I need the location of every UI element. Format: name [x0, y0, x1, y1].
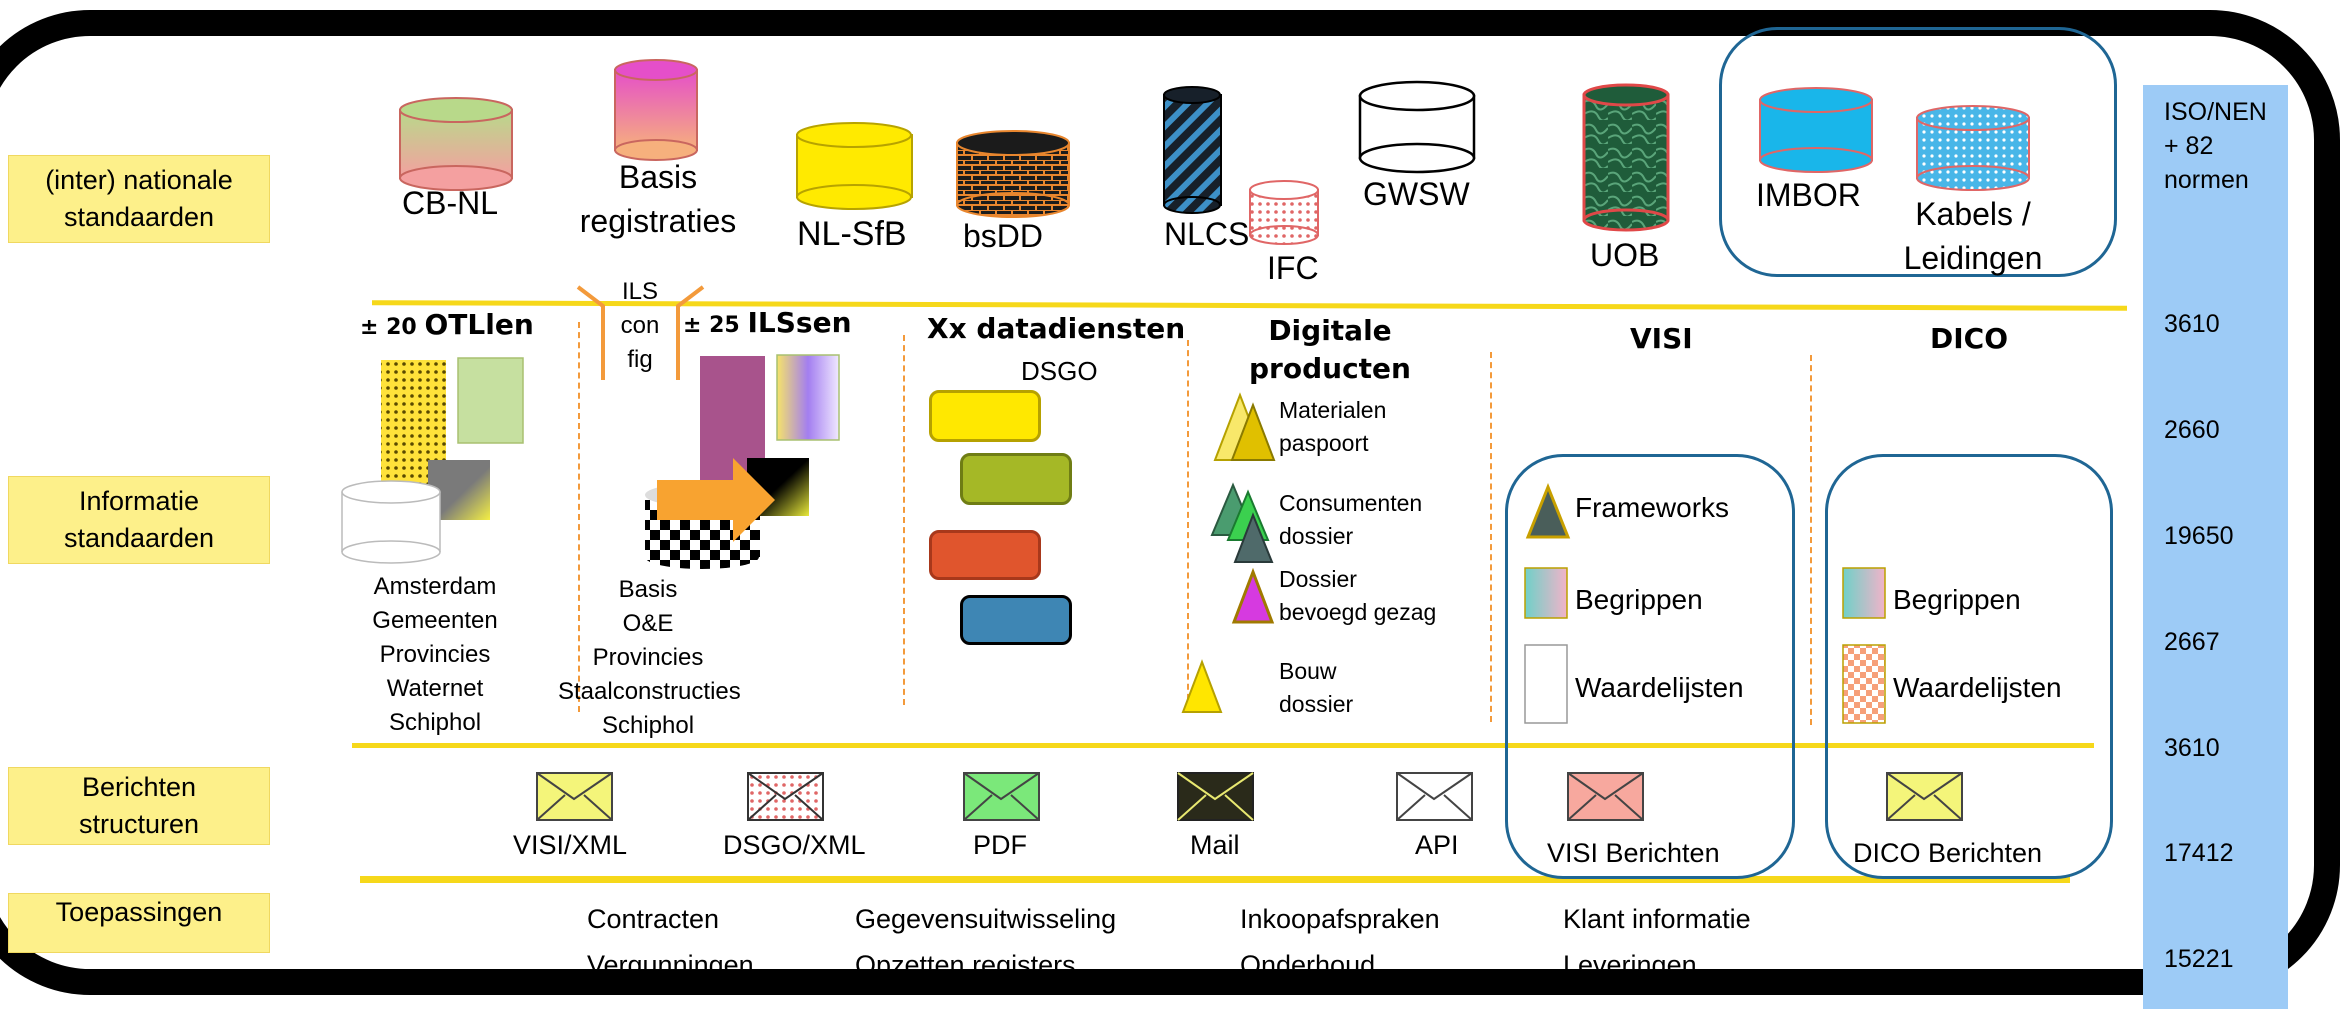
rounded-frame [0, 10, 2340, 995]
column-divider [1810, 355, 1812, 725]
ils-item: O&E [622, 610, 674, 637]
data-service-block [929, 390, 1041, 442]
separator-line [360, 876, 2070, 883]
otl-item: Gemeenten [372, 607, 498, 634]
nlcs-label: NLCS [1164, 216, 1250, 252]
separator-line [352, 743, 2094, 748]
otl-item: Amsterdam [373, 573, 497, 600]
visi-item-frameworks: Frameworks [1575, 492, 1730, 523]
row-label-apps: Toepassingen [8, 893, 270, 953]
data-service-block [960, 453, 1072, 505]
ifc-label: IFC [1267, 250, 1319, 286]
imbor-group-box [1719, 27, 2117, 277]
message-label: VISI Berichten [1547, 838, 1720, 868]
data-service-block [929, 530, 1041, 580]
iso-number: 15221 [2164, 945, 2234, 973]
message-label: Mail [1190, 830, 1240, 860]
message-label: DICO Berichten [1853, 838, 2043, 868]
iso-strip [2143, 85, 2288, 1009]
data-service-block [960, 595, 1072, 645]
iso-number: 2667 [2164, 628, 2220, 656]
uob-label: UOB [1590, 237, 1660, 273]
message-label: DSGO/XML [723, 830, 866, 860]
row-label-info: Informatie standaarden [8, 476, 270, 564]
iso-number: 3610 [2164, 310, 2220, 338]
datadiensten-heading: Xx datadiensten [927, 312, 1186, 345]
visi-group-box [1505, 454, 1795, 879]
otl-heading: ± 20 OTLlen [360, 308, 534, 341]
ils-config-label: ILS con fig [620, 278, 660, 373]
row-label-national: (inter) nationale standaarden [8, 155, 270, 243]
ils-item: Basis [618, 576, 678, 603]
cbnl-label: CB-NL [402, 185, 499, 221]
message-label: PDF [973, 830, 1027, 860]
nlsfb-label: NL-SfB [797, 215, 907, 253]
imbor-label: IMBOR [1756, 177, 1861, 213]
iso-number: 17412 [2164, 839, 2234, 867]
ils-item: Schiphol [601, 712, 695, 739]
bsdd-label: bsDD [963, 218, 1044, 254]
column-divider [903, 335, 905, 705]
gwsw-label: GWSW [1363, 176, 1470, 212]
basis-label: Basis registraties [579, 159, 737, 239]
message-label: API [1415, 830, 1459, 860]
message-label: VISI/XML [513, 830, 628, 860]
otl-item: Waternet [386, 675, 484, 702]
dsgo-label: DSGO [1021, 356, 1098, 386]
dico-group-box [1825, 454, 2113, 879]
visi-item-waardelijsten: Waardelijsten [1575, 672, 1744, 703]
ils-item: Provincies [592, 644, 704, 671]
iso-number: 3610 [2164, 734, 2220, 762]
column-divider [1490, 352, 1492, 722]
column-divider [1187, 340, 1189, 710]
ils-list: Basis O&E Provincies Staalconstructies S… [558, 573, 741, 743]
kabels-label: Kabels / Leidingen [1903, 196, 2043, 276]
dico-item-begrippen: Begrippen [1893, 584, 2021, 615]
dico-heading: DICO [1930, 322, 2009, 355]
visi-item-begrippen: Begrippen [1575, 584, 1703, 615]
otl-item: Provincies [379, 641, 491, 668]
visi-heading: VISI [1630, 322, 1693, 355]
iso-number: 19650 [2164, 522, 2234, 550]
row-label-messages: Berichten structuren [8, 767, 270, 845]
otl-list: Amsterdam Gemeenten Provincies Waternet … [345, 570, 525, 740]
ils-item: Staalconstructies [558, 678, 741, 705]
iso-header: ISO/NEN + 82 normen [2164, 98, 2267, 194]
otl-item: Schiphol [388, 709, 482, 736]
column-divider [578, 322, 580, 712]
iso-number: 2660 [2164, 416, 2220, 444]
dico-item-waardelijsten: Waardelijsten [1893, 672, 2062, 703]
digitale-heading: Digitale producten [1249, 314, 1411, 385]
ils-heading: ± 25 ILSsen [683, 306, 852, 339]
